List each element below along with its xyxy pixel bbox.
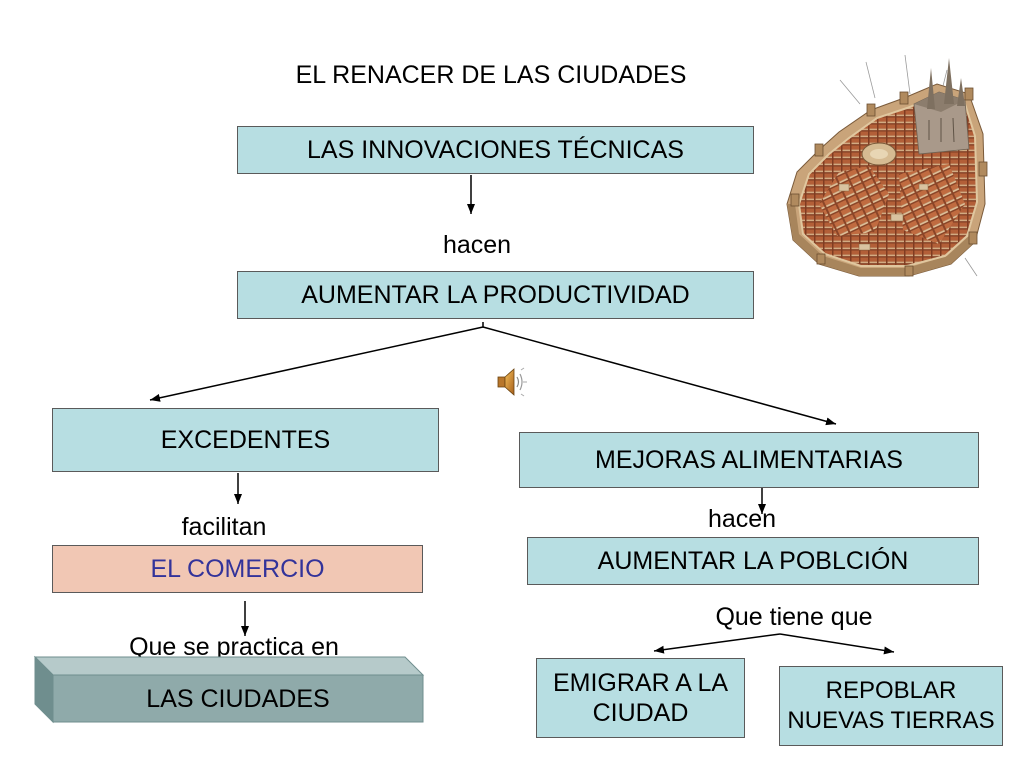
walled-city-image (786, 54, 988, 277)
node-excedentes: EXCEDENTES (52, 408, 439, 472)
arrow-productividad-to-mejoras (482, 326, 837, 426)
node-label: AUMENTAR LA PRODUCTIVIDAD (301, 281, 690, 309)
node-label-line-2: NUEVAS TIERRAS (787, 707, 995, 734)
arrow-productividad-to-excedentes (149, 326, 484, 402)
city-light-buildings (838, 183, 929, 251)
node-repoblar-nuevas-tierras: REPOBLAR NUEVAS TIERRAS (779, 666, 1003, 746)
node-aumentar-productividad: AUMENTAR LA PRODUCTIVIDAD (237, 271, 754, 319)
city-towers (790, 87, 988, 277)
node-mejoras-alimentarias: MEJORAS ALIMENTARIAS (519, 432, 979, 488)
link-label-hacen: hacen (442, 231, 512, 259)
node-label: LAS CIUDADES (146, 684, 330, 713)
node-label: LAS INNOVACIONES TÉCNICAS (307, 136, 684, 164)
arrow-poblacion-to-repoblar (779, 633, 895, 655)
arrow-poblacion-to-emigrar (653, 633, 781, 654)
link-label-que-tiene-que: Que tiene que (715, 603, 873, 631)
node-label: MEJORAS ALIMENTARIAS (595, 446, 903, 474)
slide-title: EL RENACER DE LAS CIUDADES (295, 61, 687, 89)
node-las-ciudades-shape (33, 655, 425, 724)
node-label-line-1: EMIGRAR A LA (552, 669, 729, 697)
link-label-hacen: hacen (707, 505, 777, 533)
node-label: EXCEDENTES (160, 426, 331, 454)
node-label: AUMENTAR LA POBLCIÓN (597, 547, 909, 575)
node-emigrar-a-la-ciudad: EMIGRAR A LA CIUDAD (536, 658, 745, 738)
link-label-facilitan: facilitan (181, 513, 267, 541)
link-label-que-se-practica-en: Que se practica en (129, 633, 339, 661)
node-label: EL COMERCIO (150, 555, 325, 583)
speaker-icon[interactable] (494, 366, 528, 398)
node-label-line-1: REPOBLAR (825, 677, 957, 704)
city-plaza (861, 142, 897, 166)
node-las-ciudades: LAS CIUDADES (53, 675, 423, 722)
node-el-comercio: EL COMERCIO (52, 545, 423, 593)
node-label-line-2: CIUDAD (592, 699, 689, 727)
node-innovaciones-tecnicas: LAS INNOVACIONES TÉCNICAS (237, 126, 754, 174)
city-cathedral (913, 58, 970, 155)
node-aumentar-poblacion: AUMENTAR LA POBLCIÓN (527, 537, 979, 585)
